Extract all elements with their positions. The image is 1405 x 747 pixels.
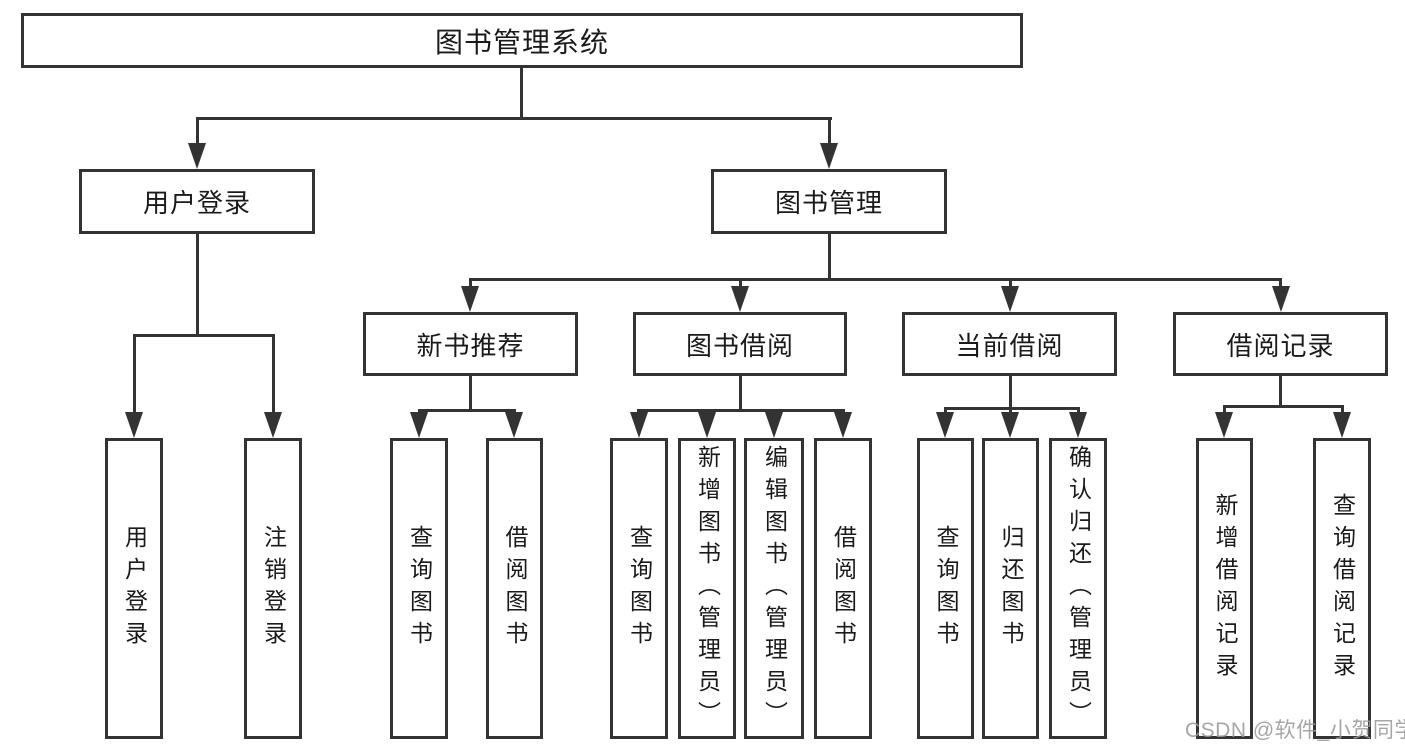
node-label: 借阅图书 [502,524,528,653]
arrowhead-down-icon [505,412,523,438]
connector-line [133,334,275,337]
node-leaf-bb-borrow: 借阅图书 [814,438,872,739]
connector-line [196,117,199,145]
arrowhead-down-icon [264,412,282,438]
node-new-book: 新书推荐 [363,312,578,376]
connector-line [133,334,136,414]
arrowhead-down-icon [936,412,954,438]
node-root: 图书管理系统 [21,13,1023,68]
node-leaf-br-query: 查询借阅记录 [1313,438,1371,739]
connector-line [1009,407,1012,415]
node-leaf-nb-query: 查询图书 [390,438,448,739]
node-label: 图书借阅 [685,330,794,361]
arrowhead-down-icon [1215,412,1233,438]
connector-line [469,376,472,412]
node-leaf-user-login: 用户登录 [105,438,163,739]
node-label: 新书推荐 [416,330,525,361]
connector-line [469,278,1282,281]
connector-line [520,68,523,120]
node-leaf-cb-confirm: 确认归还（管理员） [1049,438,1107,739]
node-label: 注销登录 [260,524,287,653]
connector-line [418,409,516,412]
node-leaf-nb-borrow: 借阅图书 [486,438,543,739]
node-leaf-cb-query: 查询图书 [917,438,974,739]
node-label: 确认归还（管理员） [1065,444,1092,733]
node-leaf-bb-edit: 编辑图书（管理员） [744,438,804,739]
csdn-watermark: CSDN @软件_小贺同学 [1185,719,1405,742]
arrowhead-down-icon [1001,286,1019,312]
node-current-borrow: 当前借阅 [902,312,1117,376]
node-label: 图书管理 [774,188,883,218]
node-label: 查询图书 [406,524,433,653]
connector-line [1279,376,1282,408]
arrowhead-down-icon [188,143,206,169]
connector-line [1279,278,1282,290]
connector-line [272,334,275,414]
connector-line [944,407,1080,410]
connector-line [1341,405,1344,415]
connector-line [1077,407,1080,415]
node-label: 编辑图书（管理员） [761,444,788,733]
arrowhead-down-icon [834,412,852,438]
connector-line [828,117,831,145]
node-label: 查询图书 [933,524,959,653]
node-leaf-cb-return: 归还图书 [982,438,1039,739]
connector-line [1009,278,1012,290]
arrowhead-down-icon [765,412,783,438]
node-label: 归还图书 [998,524,1024,653]
connector-line [196,234,199,337]
connector-line [1223,405,1226,415]
node-label: 新增借阅记录 [1212,492,1238,685]
node-label: 新增图书（管理员） [694,444,721,733]
connector-line [1223,405,1344,408]
arrowhead-down-icon [630,412,648,438]
node-book-borrow: 图书借阅 [633,312,847,376]
connector-line [196,117,832,120]
connector-line [739,278,742,290]
arrowhead-down-icon [410,412,428,438]
node-label: 当前借阅 [955,330,1064,361]
node-label: 查询图书 [626,524,653,653]
node-leaf-logout: 注销登录 [244,438,302,739]
arrowhead-down-icon [1069,412,1087,438]
node-label: 借阅图书 [830,524,857,653]
arrowhead-down-icon [731,286,749,312]
arrowhead-down-icon [698,412,716,438]
connector-line [944,407,947,415]
arrowhead-down-icon [461,286,479,312]
node-label: 借阅记录 [1226,330,1335,361]
connector-line [739,376,742,412]
connector-line [1009,376,1012,410]
arrowhead-down-icon [1001,412,1019,438]
arrowhead-down-icon [1333,412,1351,438]
node-book-mgmt: 图书管理 [711,169,947,234]
connector-line [828,234,831,281]
node-user-login: 用户登录 [79,169,315,234]
node-leaf-bb-query: 查询图书 [610,438,668,739]
node-leaf-br-add: 新增借阅记录 [1196,438,1253,739]
arrowhead-down-icon [125,412,143,438]
connector-line [637,409,845,412]
arrowhead-down-icon [820,143,838,169]
node-borrow-record: 借阅记录 [1173,312,1388,376]
node-label: 用户登录 [121,524,148,653]
arrowhead-down-icon [1272,286,1290,312]
node-label: 用户登录 [142,188,251,218]
node-label: 图书管理系统 [434,26,609,58]
node-leaf-bb-add: 新增图书（管理员） [678,438,736,739]
connector-line [469,278,472,290]
node-label: 查询借阅记录 [1329,492,1356,685]
